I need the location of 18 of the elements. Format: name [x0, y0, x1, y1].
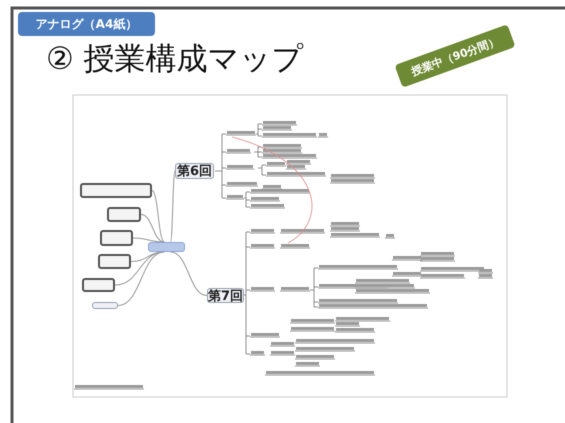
slide-title: ② 授業構成マップ [46, 40, 304, 79]
outline-box [82, 278, 115, 292]
category-tab: アナログ（A4紙） [18, 12, 155, 36]
outline-box [148, 242, 185, 252]
outline-box [100, 230, 133, 246]
outline-box [107, 207, 141, 222]
branch-line [170, 252, 208, 296]
branch-line [140, 214, 165, 242]
branch-line [118, 252, 165, 306]
branch-line [152, 190, 165, 242]
outline-box [92, 302, 118, 309]
outline-box [98, 254, 131, 269]
branch-line [170, 170, 176, 242]
node-label: 第7回 [208, 288, 244, 304]
status-badge: 授業中（90分間） [394, 24, 516, 88]
branch-line [132, 238, 165, 242]
outline-box [80, 183, 152, 198]
node-label: 第6回 [176, 163, 212, 180]
